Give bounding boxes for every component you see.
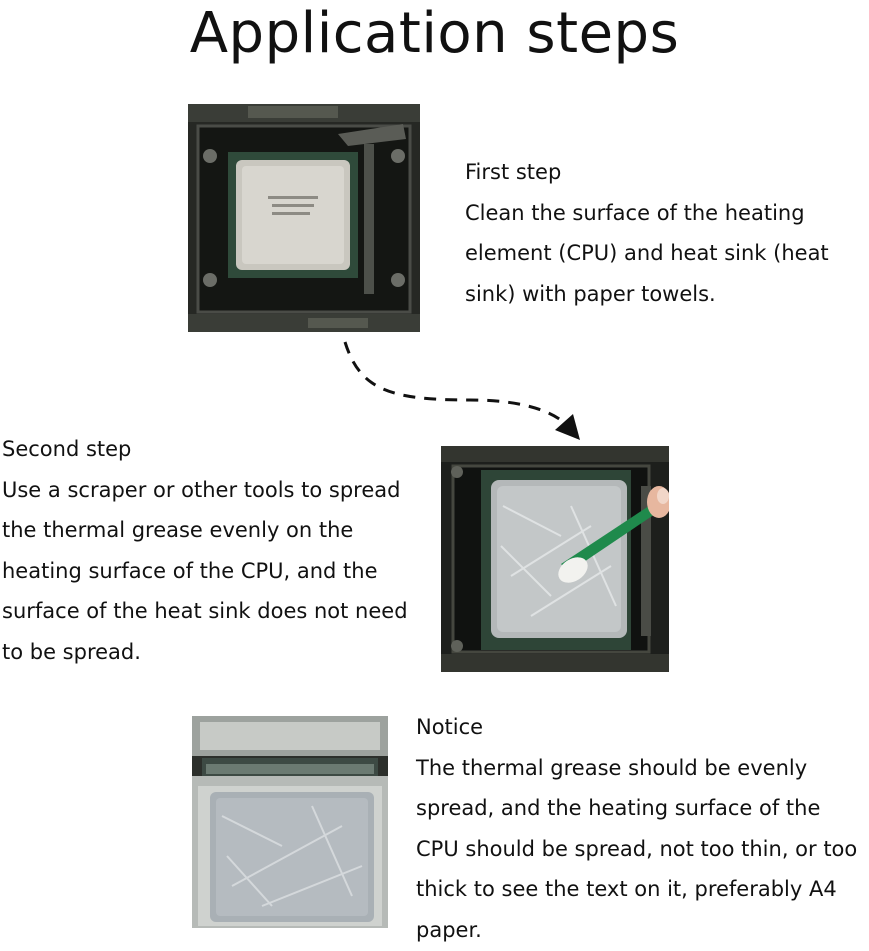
grease-spread-result-photo: [192, 716, 388, 928]
second-step-body: Use a scraper or other tools to spread t…: [2, 477, 408, 664]
notice-heading: Notice: [416, 715, 484, 739]
grease-spreading-photo: [441, 446, 669, 672]
notice: Notice The thermal grease should be even…: [416, 707, 869, 951]
page-title: Application steps: [189, 1, 680, 66]
cpu-clean-photo: [188, 104, 420, 332]
first-step: First step Clean the surface of the heat…: [465, 152, 861, 314]
second-step: Second step Use a scraper or other tools…: [2, 429, 432, 673]
notice-body: The thermal grease should be evenly spre…: [416, 755, 858, 942]
first-step-body: Clean the surface of the heating element…: [465, 200, 829, 306]
first-step-heading: First step: [465, 160, 562, 184]
dashed-curved-arrow-icon: [343, 341, 580, 440]
second-step-heading: Second step: [2, 437, 132, 461]
